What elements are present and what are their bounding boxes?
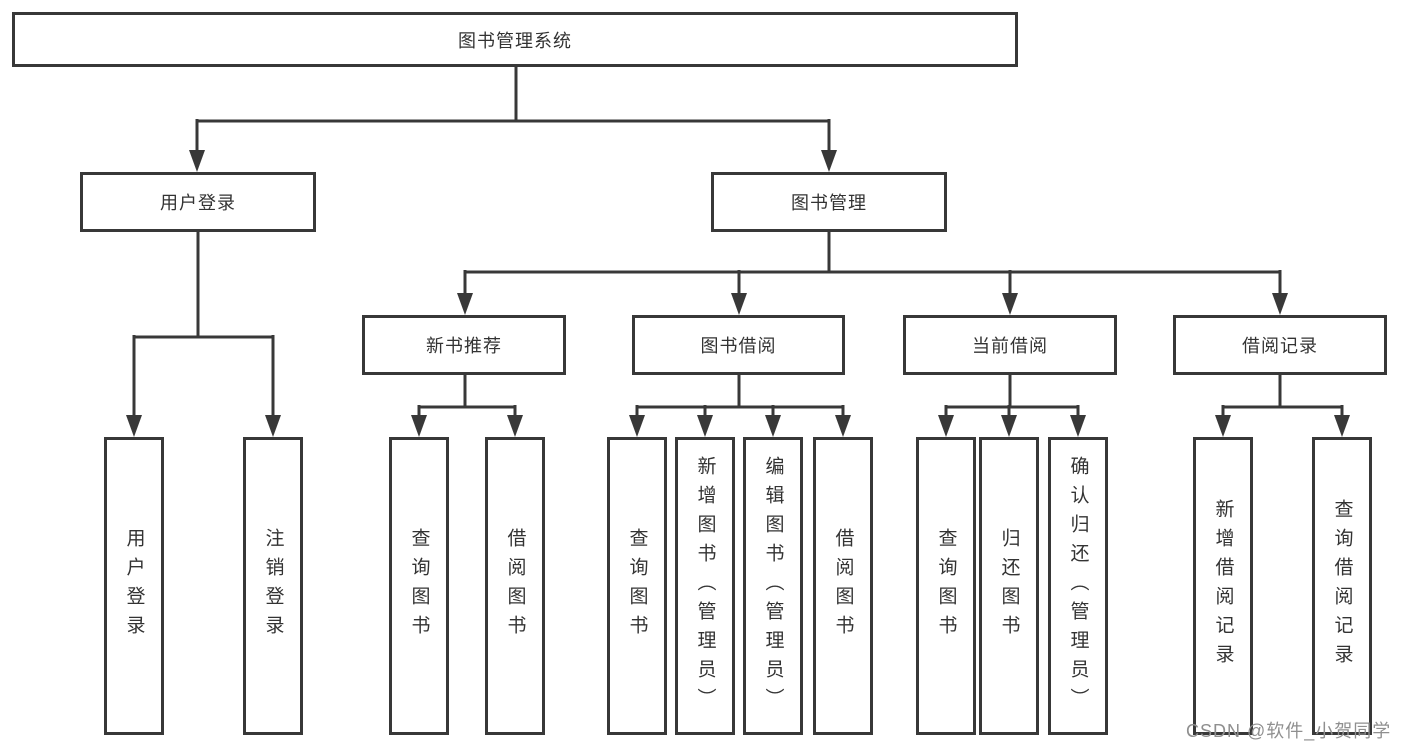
connector-new-book-recommend-to-leaves: [411, 375, 523, 437]
arrow-down-icon: [1272, 293, 1288, 315]
node-book-management: 图书管理: [711, 172, 947, 232]
node-leaf-logout: 注销登录: [243, 437, 303, 735]
node-leaf-edit-books-admin: 编辑图书（管理员）: [743, 437, 803, 735]
node-leaf-query-books-1: 查询图书: [389, 437, 449, 735]
node-leaf-confirm-return-admin: 确认归还（管理员）: [1048, 437, 1108, 735]
leaf-label: 借阅图书: [832, 528, 854, 644]
leaf-label: 用户登录: [123, 528, 145, 644]
connector-book-borrow-to-leaves: [629, 375, 851, 437]
node-book-borrow: 图书借阅: [632, 315, 845, 375]
leaf-label: 查询借阅记录: [1331, 499, 1353, 673]
node-leaf-borrow-books-2: 借阅图书: [813, 437, 873, 735]
leaf-label: 新增借阅记录: [1212, 499, 1234, 673]
node-new-book-recommend: 新书推荐: [362, 315, 566, 375]
node-leaf-query-borrow-record: 查询借阅记录: [1312, 437, 1372, 735]
connector-current-borrow-to-leaves: [938, 375, 1086, 437]
arrow-down-icon: [1070, 415, 1086, 437]
arrow-down-icon: [126, 415, 142, 437]
arrow-down-icon: [1002, 293, 1018, 315]
leaf-label: 查询图书: [408, 528, 430, 644]
connector-user-login-to-leaves: [126, 232, 281, 437]
csdn-watermark: CSDN @软件_小贺同学: [1186, 721, 1392, 741]
connector-borrow-record-to-leaves: [1215, 375, 1350, 437]
arrow-down-icon: [507, 415, 523, 437]
node-leaf-add-books-admin: 新增图书（管理员）: [675, 437, 735, 735]
node-borrow-records: 借阅记录: [1173, 315, 1387, 375]
leaf-label: 新增图书（管理员）: [694, 455, 716, 717]
arrow-down-icon: [1001, 415, 1017, 437]
arrow-down-icon: [1334, 415, 1350, 437]
arrow-down-icon: [265, 415, 281, 437]
leaf-label: 借阅图书: [504, 528, 526, 644]
leaf-label: 确认归还（管理员）: [1067, 455, 1089, 717]
arrow-down-icon: [835, 415, 851, 437]
arrow-down-icon: [189, 150, 205, 172]
node-library-management-system: 图书管理系统: [12, 12, 1018, 67]
connector-book-management-to-level3: [457, 232, 1288, 315]
node-current-borrow: 当前借阅: [903, 315, 1117, 375]
node-user-login: 用户登录: [80, 172, 316, 232]
arrow-down-icon: [765, 415, 781, 437]
leaf-label: 查询图书: [935, 528, 957, 644]
node-leaf-return-books: 归还图书: [979, 437, 1039, 735]
arrow-down-icon: [411, 415, 427, 437]
arrow-down-icon: [821, 150, 837, 172]
arrow-down-icon: [938, 415, 954, 437]
leaf-label: 编辑图书（管理员）: [762, 455, 784, 717]
arrow-down-icon: [1215, 415, 1231, 437]
connector-root-to-level2: [189, 67, 837, 172]
node-leaf-user-login: 用户登录: [104, 437, 164, 735]
arrow-down-icon: [457, 293, 473, 315]
node-leaf-query-books-3: 查询图书: [916, 437, 976, 735]
leaf-label: 归还图书: [998, 528, 1020, 644]
node-leaf-add-borrow-record: 新增借阅记录: [1193, 437, 1253, 735]
arrow-down-icon: [629, 415, 645, 437]
arrow-down-icon: [731, 293, 747, 315]
arrow-down-icon: [697, 415, 713, 437]
leaf-label: 查询图书: [626, 528, 648, 644]
node-leaf-borrow-books-1: 借阅图书: [485, 437, 545, 735]
leaf-label: 注销登录: [262, 528, 284, 644]
node-leaf-query-books-2: 查询图书: [607, 437, 667, 735]
